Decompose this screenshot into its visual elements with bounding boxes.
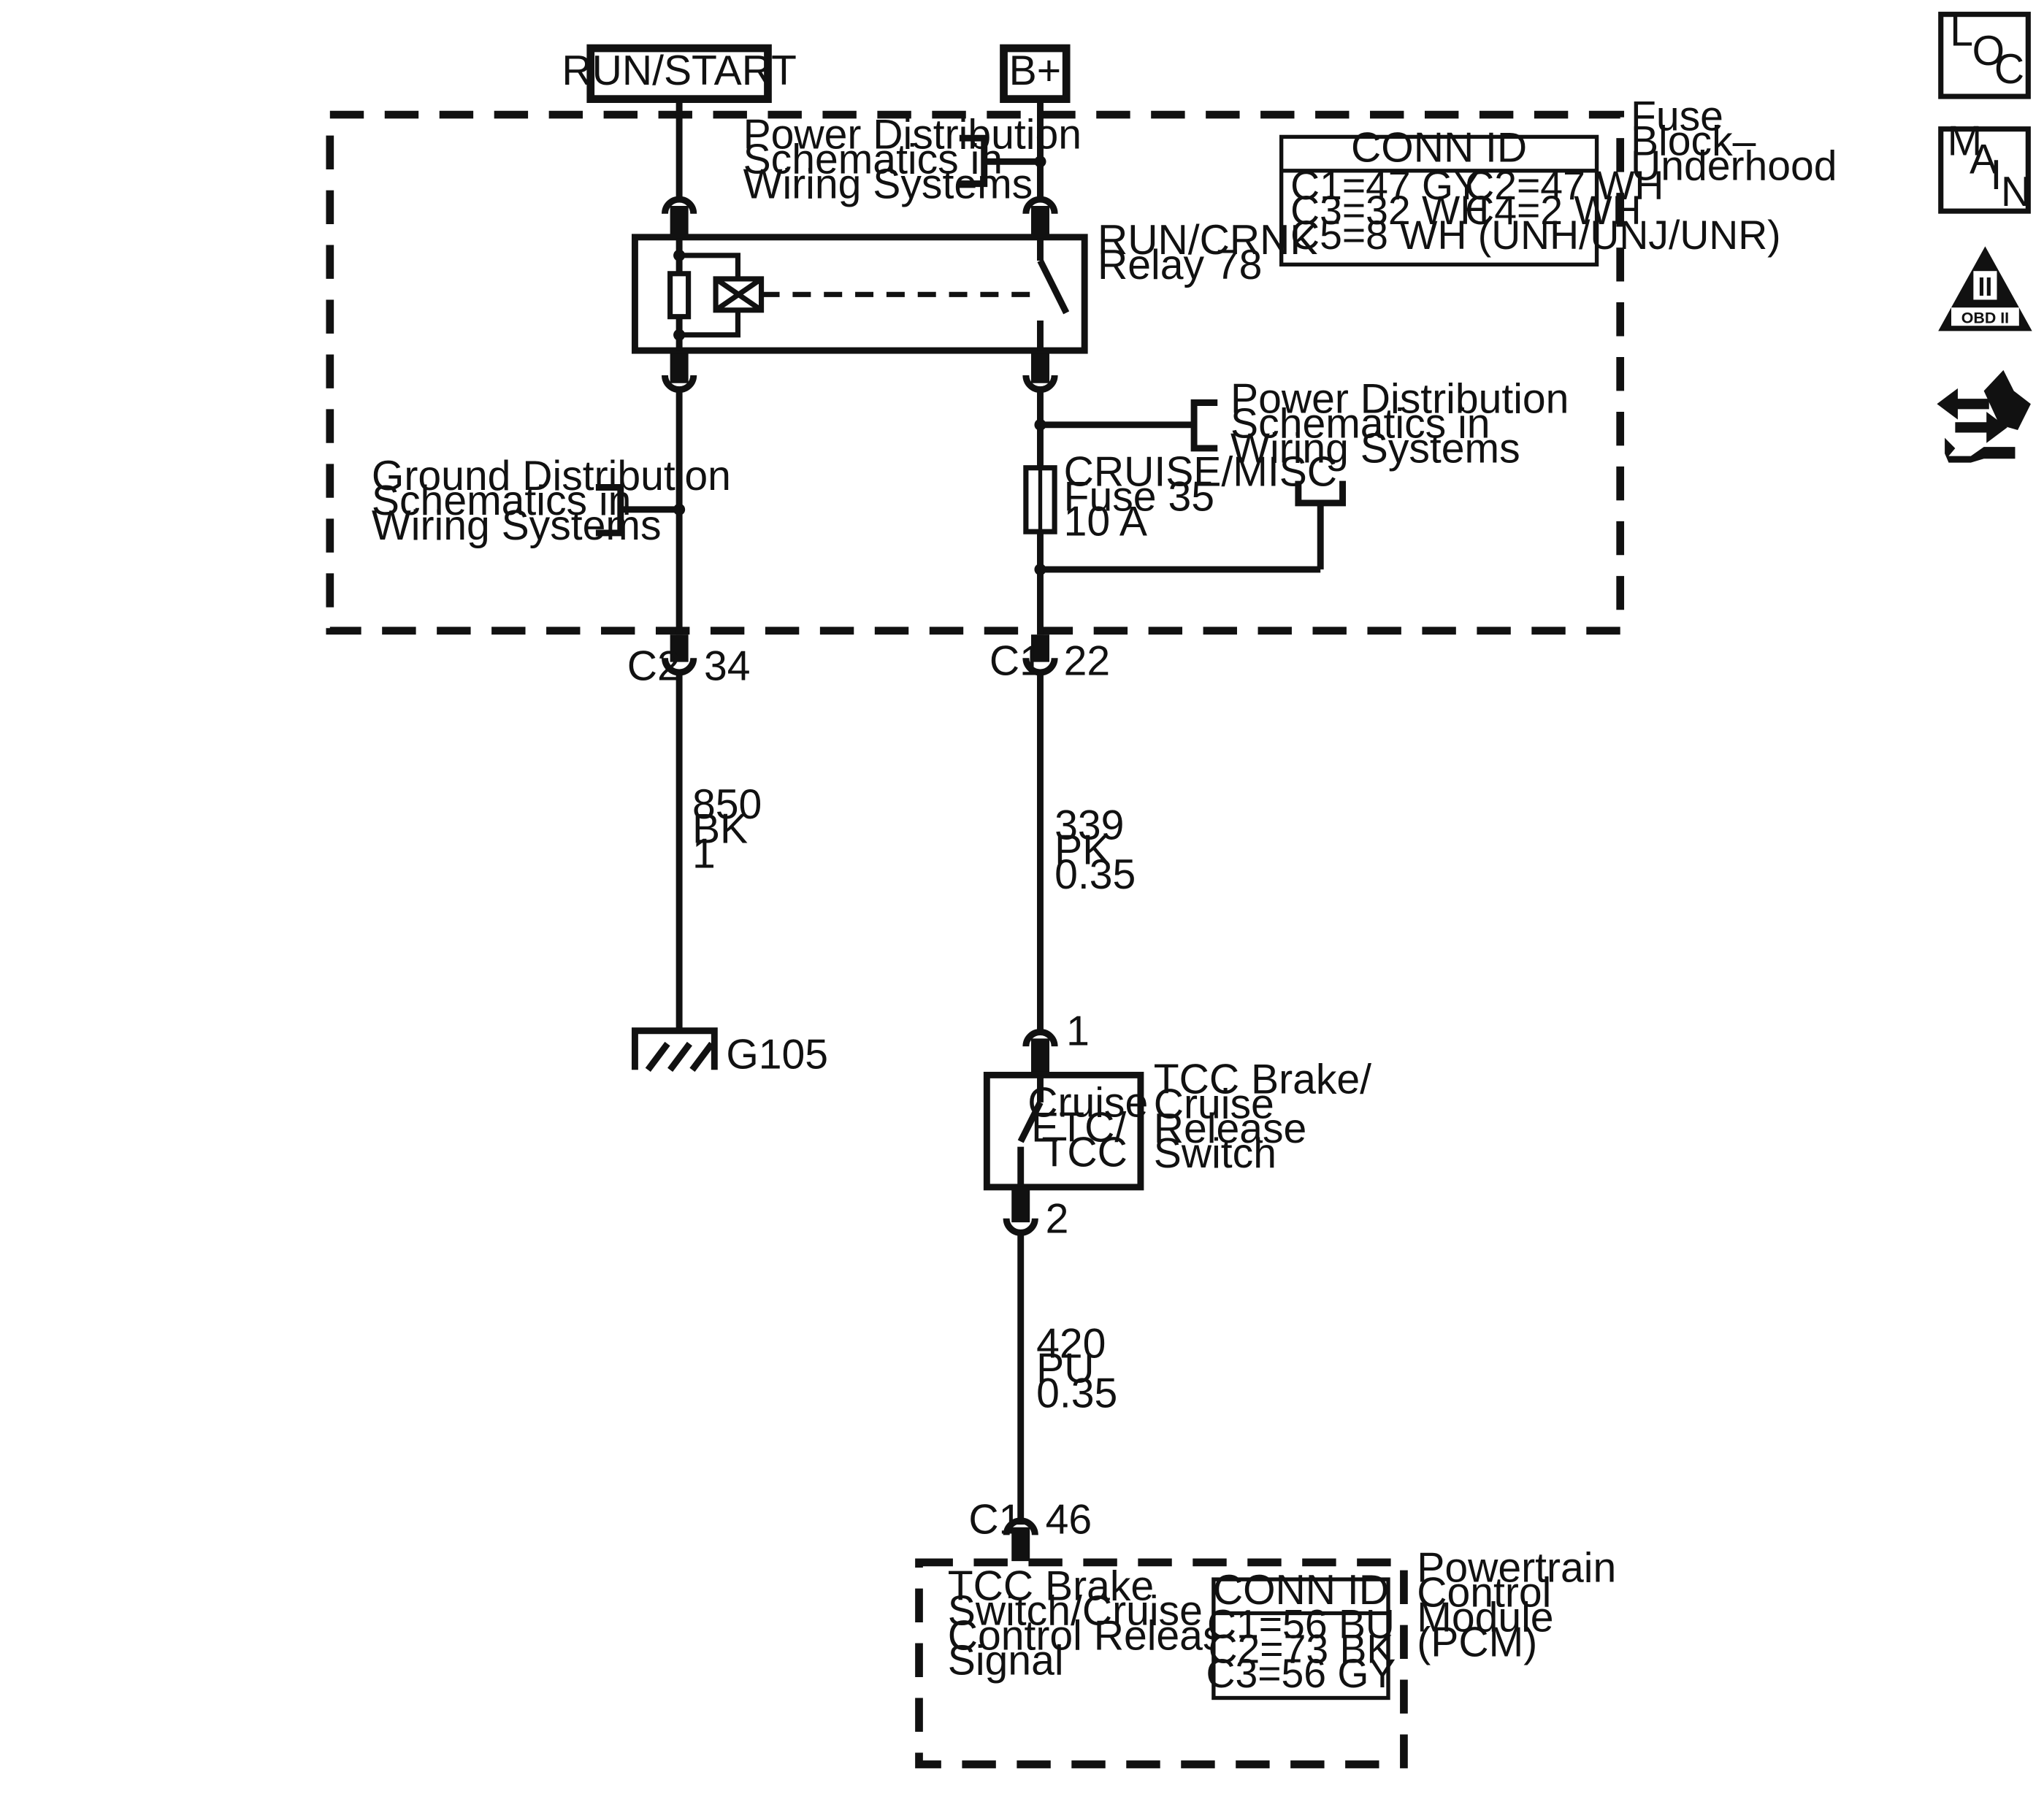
svg-text:L: L	[1950, 8, 1973, 55]
wrench-arrows-icon[interactable]	[1937, 369, 2031, 463]
obd-ii-icon[interactable]: II OBD II	[1938, 246, 2032, 331]
main-icon[interactable]: M A I N	[1938, 118, 2031, 215]
ground-label: G105	[726, 1031, 828, 1078]
run-crnk-relay: RUN/CRNK Relay 78	[631, 217, 1329, 354]
svg-text:Ground Distribution Sche: Ground Distribution Schematics in Wiring…	[372, 453, 743, 549]
loc-icon[interactable]: L O C	[1938, 8, 2031, 99]
power-distribution-ref-top: Power Distribution Schematics in Wiring …	[743, 111, 1093, 207]
conn-id-cell: C4=2 WH	[1465, 188, 1641, 233]
connector-pin-34: 34	[704, 643, 751, 690]
wire-339-label: 339 PK 0.35	[1054, 802, 1136, 898]
powertrain-control-module: C1 46 TCC Brake Switch/Cruise Control Re…	[915, 1497, 1628, 1768]
conn-id-cell: C2=47 WH	[1465, 163, 1664, 208]
svg-text:C: C	[1994, 46, 2024, 93]
svg-text:Power Distribution Schem: Power Distribution Schematics in Wiring …	[743, 111, 1093, 207]
run-start-label: RUN/START	[562, 47, 797, 94]
fuse-block-outline	[326, 110, 1625, 635]
switch-pin-1: 1	[1066, 1008, 1090, 1054]
conn-id-title: CONN ID	[1351, 124, 1527, 171]
switch-pin-2: 2	[1046, 1195, 1069, 1242]
power-distribution-ref-right: Power Distribution Schematics in Wiring …	[1040, 376, 1580, 573]
svg-text:C3=56 GY: C3=56 GY	[1206, 1651, 1396, 1696]
svg-text:I: I	[1991, 152, 2002, 199]
svg-text:O: O	[1972, 28, 2005, 74]
b-plus-label: B+	[1009, 47, 1061, 94]
svg-text:TCC Brake Switch/Cruise: TCC Brake Switch/Cruise Control Release …	[948, 1563, 1258, 1684]
run-start-source: RUN/START	[562, 44, 797, 103]
pcm-conn-id: CONN ID C1=56 BU C2=73 BK C3=56 GY	[1206, 1567, 1396, 1700]
wire-420-label: 420 PU 0.35	[1036, 1321, 1117, 1417]
conn-id-cell: C5=8 WH (UNH/UNJ/UNR)	[1290, 212, 1780, 258]
svg-text:Powertrain Control: Powertrain Control Module (PCM)	[1417, 1545, 1628, 1666]
fuse-block-name: Fuse Block– Underhood	[1631, 93, 1837, 189]
svg-text:II: II	[1978, 272, 1992, 302]
svg-text:A: A	[1970, 136, 1997, 183]
ground-symbol: G105	[631, 1027, 828, 1078]
wire-850-label: 850 BK 1	[692, 781, 773, 878]
b-plus-source: B+	[1000, 44, 1071, 103]
pcm-pin-46: 46	[1046, 1497, 1092, 1544]
cruise-misc-fuse: CRUISE/MISC Fuse 35 10 A	[1023, 449, 1349, 545]
svg-text:M: M	[1948, 118, 1983, 164]
svg-text:OBD II: OBD II	[1961, 310, 2009, 327]
svg-text:RUN/CRNK Relay 78: RUN/CRNK Relay 78	[1098, 217, 1329, 288]
connector-c1: C1	[990, 637, 1043, 684]
tcc-brake-cruise-release-switch: 1 Cruise ETC/ TCC TCC Brake/ Cruise Rele…	[983, 1008, 1383, 1525]
svg-text:C2=73 BK: C2=73 BK	[1209, 1626, 1394, 1671]
connector-pin-22: 22	[1064, 637, 1111, 684]
svg-text:CRUISE/MISC Fuse 35: CRUISE/MISC Fuse 35 10 A	[1064, 449, 1349, 545]
run-start-circuit	[662, 99, 697, 1029]
connector-c2: C2	[627, 643, 681, 690]
svg-text:TCC Brake/ Cruise: TCC Brake/ Cruise Release Switch	[1154, 1056, 1383, 1177]
svg-text:Cruise ETC/ TCC: Cruise ETC/ TCC	[1027, 1080, 1160, 1176]
fuse-block-conn-id: CONN ID C1=47 GY C2=47 WH C3=32 WH C4=2 …	[1279, 124, 1781, 266]
svg-text:N: N	[2001, 169, 2031, 215]
conn-id-cell: C3=32 WH	[1290, 188, 1489, 233]
ground-distribution-ref: Ground Distribution Schematics in Wiring…	[372, 453, 743, 549]
svg-text:Power Distribution Schem: Power Distribution Schematics in Wiring …	[1230, 376, 1580, 472]
svg-text:C1=56 BU: C1=56 BU	[1207, 1601, 1395, 1646]
svg-text:CONN ID: CONN ID	[1213, 1567, 1389, 1614]
conn-id-cell: C1=47 GY	[1290, 163, 1480, 208]
